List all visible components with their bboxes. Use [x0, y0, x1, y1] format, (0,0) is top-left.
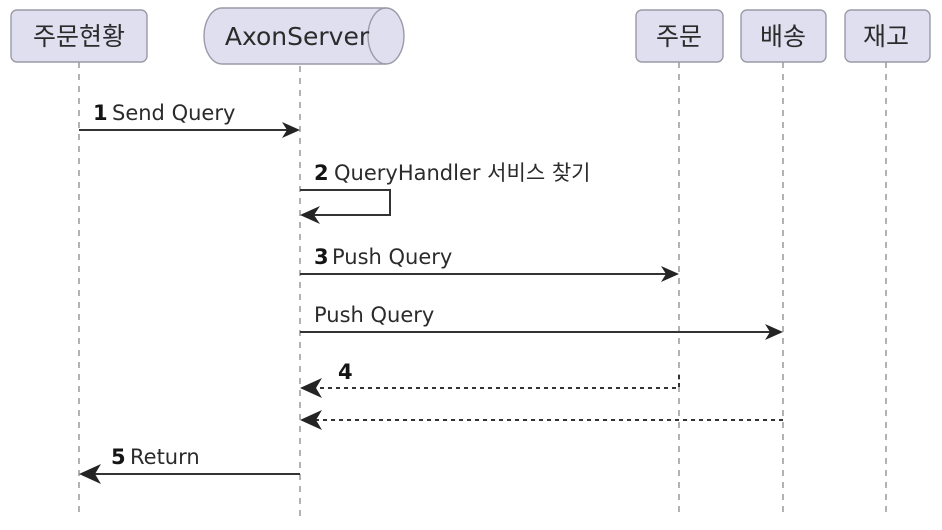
participant-order[interactable]: 주문 — [635, 9, 724, 63]
message-6-arrowhead — [300, 410, 322, 430]
message-7-number: 5 — [111, 445, 126, 469]
participant-inventory-box — [844, 9, 931, 63]
lifelines-top — [78, 62, 887, 516]
participant-order-status[interactable]: 주문현황 — [10, 9, 148, 63]
participant-delivery-box — [740, 9, 827, 63]
message-6-return-delivery[interactable] — [300, 410, 783, 430]
message-2-arrowhead — [300, 206, 320, 224]
message-1-label: Send Query — [112, 101, 235, 125]
message-5-number: 4 — [338, 360, 353, 384]
participant-delivery-label: 배송 — [760, 22, 806, 51]
participant-axon-server-cap — [367, 7, 387, 65]
message-2-label: QueryHandler 서비스 찾기 — [334, 161, 590, 185]
message-1-arrowhead — [282, 122, 300, 138]
participant-inventory-label: 재고 — [863, 22, 909, 51]
message-5-line — [310, 375, 680, 389]
message-4-push-query-delivery[interactable]: Push Query — [300, 303, 783, 340]
message-7-label: Return — [130, 445, 200, 469]
message-5-arrowhead — [300, 378, 322, 398]
participant-order-status-box — [10, 9, 148, 63]
message-4-arrowhead — [765, 324, 783, 340]
message-5-return-order[interactable]: 4 — [300, 360, 680, 398]
message-4-label: Push Query — [314, 303, 434, 327]
message-2-queryhandler-lookup[interactable]: 2 QueryHandler 서비스 찾기 — [300, 161, 590, 224]
message-3-label: Push Query — [332, 245, 452, 269]
participant-order-status-label: 주문현황 — [33, 22, 125, 51]
message-1-number: 1 — [93, 101, 108, 125]
message-3-arrowhead — [661, 266, 679, 282]
message-3-number: 3 — [314, 245, 329, 269]
participant-order-box — [635, 9, 724, 63]
participant-axon-server[interactable]: AxonServer — [203, 7, 405, 65]
message-7-arrowhead — [79, 464, 101, 484]
participant-delivery[interactable]: 배송 — [740, 9, 827, 63]
participant-order-label: 주문 — [656, 22, 702, 51]
message-7-return[interactable]: 5 Return — [79, 445, 300, 484]
message-2-number: 2 — [314, 161, 329, 185]
participant-inventory[interactable]: 재고 — [844, 9, 931, 63]
participant-axon-server-label: AxonServer — [225, 22, 370, 51]
message-3-push-query-order[interactable]: 3 Push Query — [300, 245, 679, 282]
message-1-send-query[interactable]: 1 Send Query — [79, 101, 300, 138]
message-2-loop — [300, 189, 391, 216]
